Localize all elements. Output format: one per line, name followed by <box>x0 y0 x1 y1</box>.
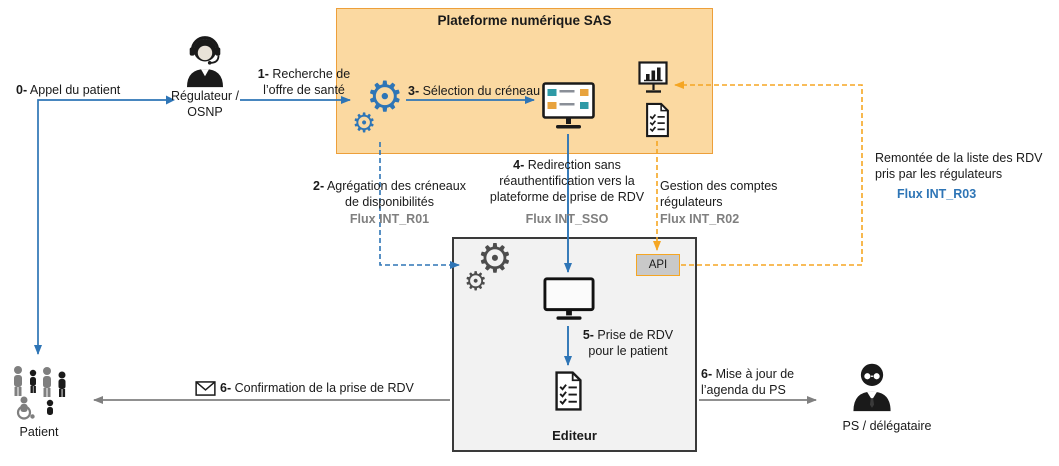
editor-label: Editeur <box>552 428 597 443</box>
step-4-label: 4- Redirection sans réauthentification v… <box>487 157 647 205</box>
step-5-label: 5- Prise de RDV pour le patient <box>578 327 678 359</box>
step-0-label: 0- Appel du patient <box>16 82 120 98</box>
step-5-text: Prise de RDV pour le patient <box>588 328 674 358</box>
regulateur-label-line1: Régulateur / <box>170 89 240 103</box>
platform-title: Plateforme numérique SAS <box>437 13 612 28</box>
step-2-number: 2- <box>313 179 325 193</box>
regulateur-label-line2: OSNP <box>187 105 223 119</box>
accounts-document-icon <box>646 102 669 138</box>
regulateur-label: Régulateur / OSNP <box>160 88 250 120</box>
step-0-text: Appel du patient <box>27 83 121 97</box>
flux-r02-label: Flux INT_R02 <box>660 212 740 226</box>
flux-r03-label: Flux INT_R03 <box>897 187 977 201</box>
step-3-label: 3- Sélection du créneau <box>408 83 540 99</box>
envelope-icon <box>195 381 216 396</box>
platform-gear-small-icon: ⚙ <box>352 108 377 138</box>
step-3-number: 3- <box>408 84 420 98</box>
step-6a-number: 6- <box>220 381 232 395</box>
doctor-icon <box>853 363 891 412</box>
booking-document-icon <box>555 371 582 411</box>
arrow-step-0 <box>34 99 172 355</box>
step-4-text: Redirection sans réauthentification vers… <box>489 158 645 204</box>
step-1-label: 1- Recherche de l’offre de santé <box>254 66 354 98</box>
patient-group-icon <box>14 366 66 420</box>
step-3-text: Sélection du créneau <box>419 84 541 98</box>
editor-monitor-icon <box>543 277 595 320</box>
booking-screen-icon <box>542 82 595 129</box>
step-6-agenda-label: 6- Mise à jour de l’agenda du PS <box>701 366 816 398</box>
step-1-text: Recherche de l’offre de santé <box>263 67 351 97</box>
report-chart-icon <box>638 61 668 93</box>
remontee-rdv-label: Remontée de la liste des RDV pris par le… <box>875 151 1043 181</box>
step-2-label: 2- Agrégation des créneaux de disponibil… <box>312 178 467 210</box>
flux-r01-label: Flux INT_R01 <box>349 212 430 226</box>
api-label: API <box>648 259 668 271</box>
call-operator-icon <box>187 36 223 88</box>
platform-gear-large-icon: ⚙ <box>366 73 404 120</box>
step-5-number: 5- <box>582 328 594 342</box>
step-4-number: 4- <box>513 158 525 172</box>
gestion-comptes-label: Gestion des comptes régulateurs <box>660 179 778 209</box>
step-0-number: 0- <box>16 83 28 97</box>
step-6b-text: Mise à jour de l’agenda du PS <box>701 367 795 397</box>
step-2-text: Agrégation des créneaux de disponibilité… <box>324 179 466 209</box>
editor-gear-small-icon: ⚙ <box>464 266 488 296</box>
patient-label: Patient <box>19 425 59 439</box>
api-box: API <box>636 254 680 276</box>
step-6b-number: 6- <box>701 367 713 381</box>
step-1-number: 1- <box>257 67 269 81</box>
editor-gear-large-icon: ⚙ <box>477 237 513 281</box>
step-6-confirmation-label: 6- Confirmation de la prise de RDV <box>220 380 414 396</box>
ps-label: PS / délégataire <box>842 419 932 433</box>
step-6a-text: Confirmation de la prise de RDV <box>231 381 414 395</box>
flux-sso-label: Flux INT_SSO <box>525 212 609 226</box>
